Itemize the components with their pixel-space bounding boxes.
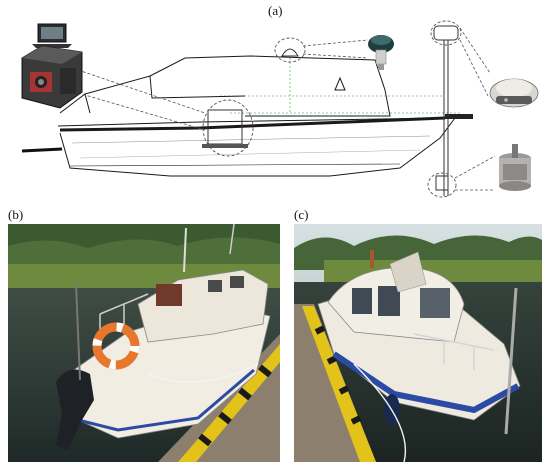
boat-schematic-diagram	[21, 20, 539, 198]
transducer-icon	[499, 144, 531, 191]
laptop-icon	[32, 23, 72, 48]
photo-boat-bow-view	[294, 224, 542, 462]
open-hatch	[389, 251, 427, 293]
sonar-base	[202, 144, 248, 148]
leader-lines	[77, 27, 496, 191]
sensor-alignment-lines	[220, 58, 460, 114]
sensor-pole	[504, 287, 518, 435]
sonar-highlight-circle	[202, 99, 254, 157]
mast-bottom-circle	[427, 172, 457, 198]
roof-antenna-circle	[274, 37, 306, 63]
panel-label-c: (c)	[294, 207, 309, 222]
roof-antenna	[281, 48, 299, 57]
sensor-mast	[433, 25, 459, 196]
stern-outboard	[21, 147, 63, 153]
sonar-box-icon	[21, 45, 83, 109]
gnss-antenna-icon	[368, 35, 394, 70]
panel-label-a: (a)	[268, 3, 283, 18]
panel-label-b: (b)	[8, 207, 24, 222]
outboard-motor	[56, 369, 94, 450]
hull-stripe	[77, 368, 255, 432]
bow-fender	[445, 114, 473, 119]
boat-antenna	[183, 227, 187, 273]
gps-dome-icon	[489, 78, 539, 108]
gunwale-line	[59, 116, 446, 132]
mast-top-circle	[430, 20, 462, 46]
boat-outline	[57, 55, 456, 177]
cabin-door	[156, 284, 182, 306]
dock-edge-stripes	[302, 306, 376, 462]
photo-boat-stern-view	[8, 224, 280, 462]
